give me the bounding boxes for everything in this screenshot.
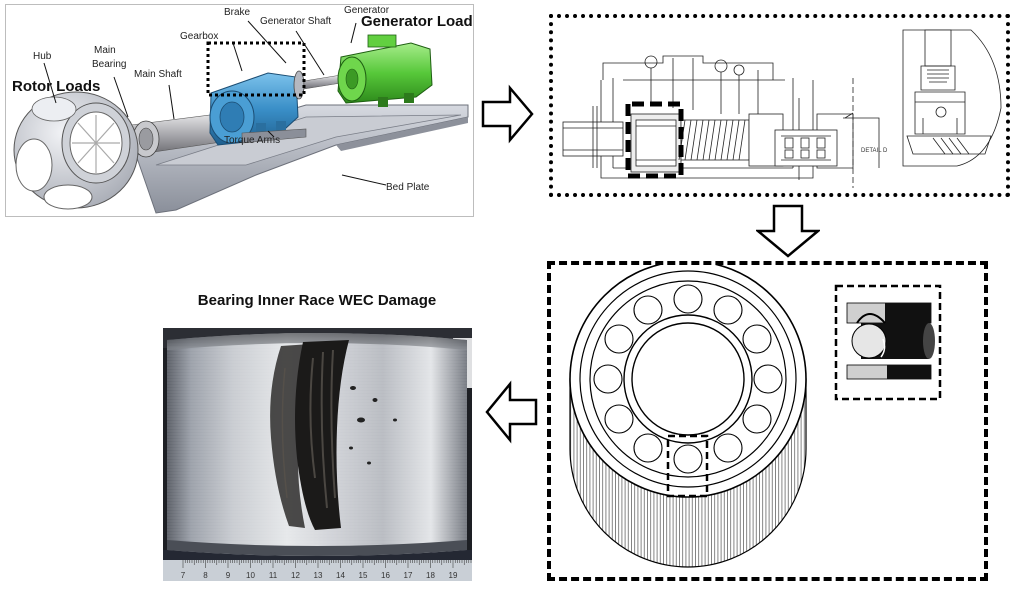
cross-section-svg: DETAIL D	[562, 29, 1002, 188]
ruler-ticks	[182, 560, 472, 568]
torque-arms-label: Torque Arms	[224, 135, 281, 146]
ruler-number: 13	[314, 571, 323, 580]
leader-lines	[43, 20, 387, 186]
left-arrow-icon	[485, 380, 538, 444]
wec-damage-title: Bearing Inner Race WEC Damage	[197, 292, 437, 309]
main-bearing	[132, 120, 160, 158]
ruler-number: 18	[426, 571, 435, 580]
generator-loads-label: Generator Loads	[361, 13, 474, 30]
bearing-schematic-panel	[547, 261, 988, 581]
ruler-number: 15	[359, 571, 368, 580]
roller-highlight-box	[666, 434, 709, 498]
right-arrow-icon	[481, 84, 534, 144]
bed-plate-label: Bed Plate	[386, 182, 430, 193]
detail-view	[902, 29, 1002, 167]
contact-inset	[846, 302, 935, 380]
ruler-number: 11	[269, 571, 278, 580]
ruler-number: 19	[449, 571, 458, 580]
photo-svg: 7 8 9 10 11 12 13 14 15 16 17 18 19	[163, 328, 472, 581]
bearing-svg	[569, 265, 942, 568]
ruler-number: 8	[203, 571, 208, 580]
gearbox-cross-section-drawing: DETAIL D	[549, 14, 1010, 197]
main-bearing-label-line1: Main	[94, 45, 116, 56]
gearbox-label: Gearbox	[180, 31, 219, 42]
ruler-number: 7	[181, 571, 186, 580]
ruler-number: 10	[246, 571, 255, 580]
drivetrain-illustration: Hub Main Bearing Main Shaft Gearbox Brak…	[5, 4, 474, 217]
generator-label: Generator	[344, 5, 390, 16]
detail-label: DETAIL D	[861, 148, 888, 154]
rotor-loads-label: Rotor Loads	[12, 78, 101, 95]
brake-label: Brake	[224, 7, 251, 18]
generator-shaft	[303, 74, 342, 90]
down-arrow-icon	[756, 204, 820, 258]
ruler-number: 14	[336, 571, 345, 580]
ruler-number: 17	[404, 571, 413, 580]
gearbox	[209, 72, 307, 146]
rollers	[593, 284, 783, 474]
ruler-labels: 7 8 9 10 11 12 13 14 15 16 17 18 19	[181, 571, 458, 580]
hub	[13, 91, 139, 210]
ruler-number: 12	[291, 571, 300, 580]
main-shaft-label: Main Shaft	[134, 69, 182, 80]
gearbox-highlight-box	[206, 41, 306, 97]
main-bearing-label-line2: Bearing	[92, 59, 127, 70]
generator	[337, 34, 433, 107]
ruler-number: 16	[381, 571, 390, 580]
ruler-number: 9	[226, 571, 231, 580]
hub-label: Hub	[33, 51, 52, 62]
generator-shaft-label: Generator Shaft	[260, 16, 332, 27]
drivetrain-svg	[13, 20, 469, 214]
wec-pits	[349, 386, 397, 465]
wec-damage-photo: 7 8 9 10 11 12 13 14 15 16 17 18 19	[163, 328, 472, 581]
